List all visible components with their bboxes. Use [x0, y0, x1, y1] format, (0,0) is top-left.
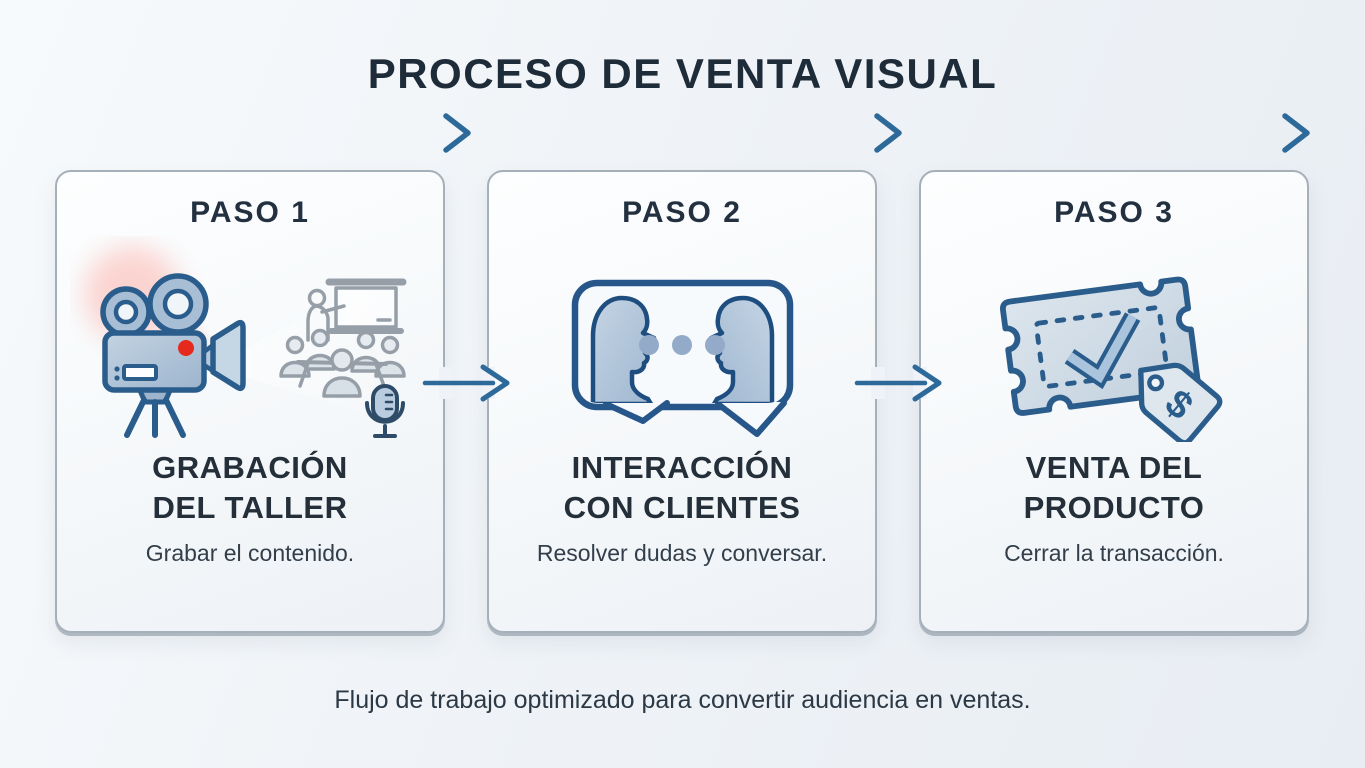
step-card-2: PASO 2 [487, 170, 877, 633]
step-title-line: GRABACIÓN [152, 450, 348, 485]
step-title-line: CON CLIENTES [563, 489, 801, 525]
step-icon-area [57, 234, 443, 442]
step-description: Resolver dudas y conversar. [536, 540, 828, 567]
timeline-chevron-icon [874, 113, 902, 153]
process-timeline-arrow [50, 113, 1310, 153]
steps-row: PASO 1 [55, 170, 1309, 633]
step-title-line: DEL TALLER [152, 489, 348, 525]
step-icon-area: $ [921, 234, 1307, 442]
footer-caption: Flujo de trabajo optimizado para convert… [334, 686, 1031, 714]
step-label: PASO 3 [1054, 196, 1174, 229]
microphone-icon [365, 383, 405, 438]
step-title: GRABACIÓN DEL TALLER [152, 448, 348, 527]
bubble-tail-left [605, 401, 667, 421]
step-label: PASO 1 [190, 196, 310, 229]
presenter-figure [307, 288, 327, 307]
step-label: PASO 2 [622, 196, 742, 229]
step-card-3: PASO 3 [919, 170, 1309, 633]
step-card-1: PASO 1 [55, 170, 445, 633]
arrow-step1-to-step2 [422, 364, 510, 402]
ticket-checkmark-price-tag-icon: $ [1000, 276, 1223, 442]
timeline-chevron-icon [443, 113, 471, 153]
step-icon-area [489, 234, 875, 442]
tripod-legs [124, 396, 186, 438]
tag-hole [1147, 374, 1165, 392]
step-description: Grabar el contenido. [145, 540, 355, 567]
typing-dots [638, 334, 725, 355]
price-tag-icon: $ [1138, 362, 1223, 442]
video-camera-recording-workshop-icon [84, 245, 407, 438]
step-title-line: VENTA DEL [1025, 450, 1203, 485]
timeline-arrowhead-icon [1282, 113, 1310, 153]
step-title-line: INTERACCIÓN [571, 450, 793, 485]
step-description: Cerrar la transacción. [1004, 540, 1224, 567]
step-title-line: PRODUCTO [1023, 489, 1205, 525]
workshop-audience-sketch [279, 278, 407, 398]
step-title: VENTA DEL PRODUCTO [1024, 448, 1205, 527]
arrow-step2-to-step3 [854, 364, 942, 402]
page-title: PROCESO DE VENTA VISUAL [367, 50, 998, 97]
chat-bubbles-profiles-conversation-icon [571, 279, 793, 437]
step-title: INTERACCIÓN CON CLIENTES [564, 448, 801, 527]
bubble-tail-right [717, 401, 784, 434]
lens-horn [210, 319, 246, 391]
record-dot [178, 339, 194, 356]
video-camera-icon [100, 272, 246, 438]
